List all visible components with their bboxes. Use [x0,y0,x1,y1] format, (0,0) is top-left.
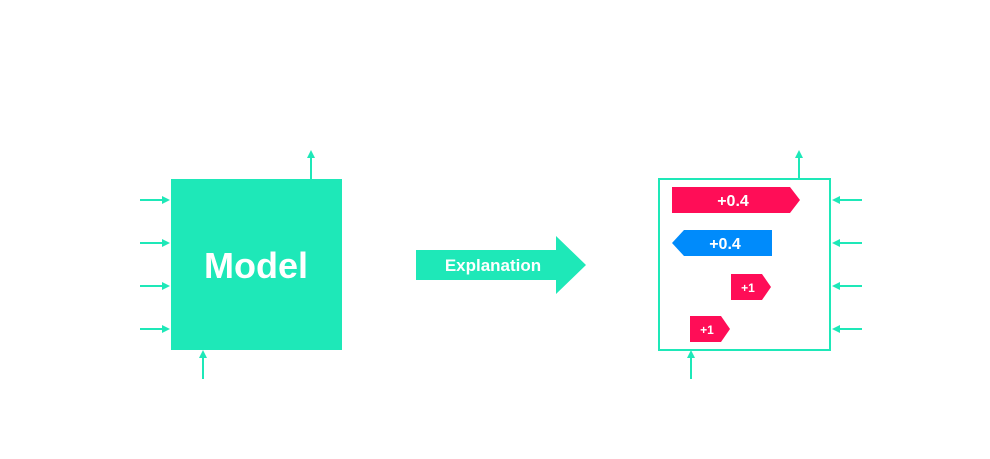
model-input-arrow-1 [140,196,170,204]
model-input-arrow-3 [140,282,170,290]
attribution-bar-3-shape [731,274,771,300]
attribution-bar-1-label: +0.4 [717,193,749,210]
model-input-arrows [140,196,170,333]
explained-input-arrow-2 [832,239,862,247]
model-label: Model [204,245,308,286]
attribution-bar-4-label: +1 [700,323,714,337]
attribution-bar-1: +0.4 [672,187,800,213]
explained-output-arrow [795,150,803,179]
explained-model-box [658,178,831,351]
model-output-arrow [307,150,315,179]
attribution-bar-1-shape [672,187,800,213]
attribution-bar-3-label: +1 [741,281,755,295]
attribution-bar-2: +0.4 [672,230,772,256]
explained-model-group: +0.4 +0.4 +1 +1 [658,150,862,379]
explained-input-arrow-4 [832,325,862,333]
explanation-label: Explanation [445,256,541,275]
model-input-arrow-4 [140,325,170,333]
attribution-bar-3: +1 [731,274,771,300]
model-box [171,179,342,350]
attribution-bar-4: +1 [690,316,730,342]
explained-input-arrows [832,196,862,333]
attribution-bar-2-label: +0.4 [709,236,741,253]
attribution-bar-2-shape [672,230,772,256]
explanation-arrow-shape [416,236,586,294]
model-group: Model [140,150,342,379]
explained-base-arrow [687,350,695,379]
explanation-arrow: Explanation [416,236,586,294]
model-input-arrow-2 [140,239,170,247]
attribution-bar-4-shape [690,316,730,342]
explained-input-arrow-3 [832,282,862,290]
model-base-arrow [199,350,207,379]
explained-input-arrow-1 [832,196,862,204]
